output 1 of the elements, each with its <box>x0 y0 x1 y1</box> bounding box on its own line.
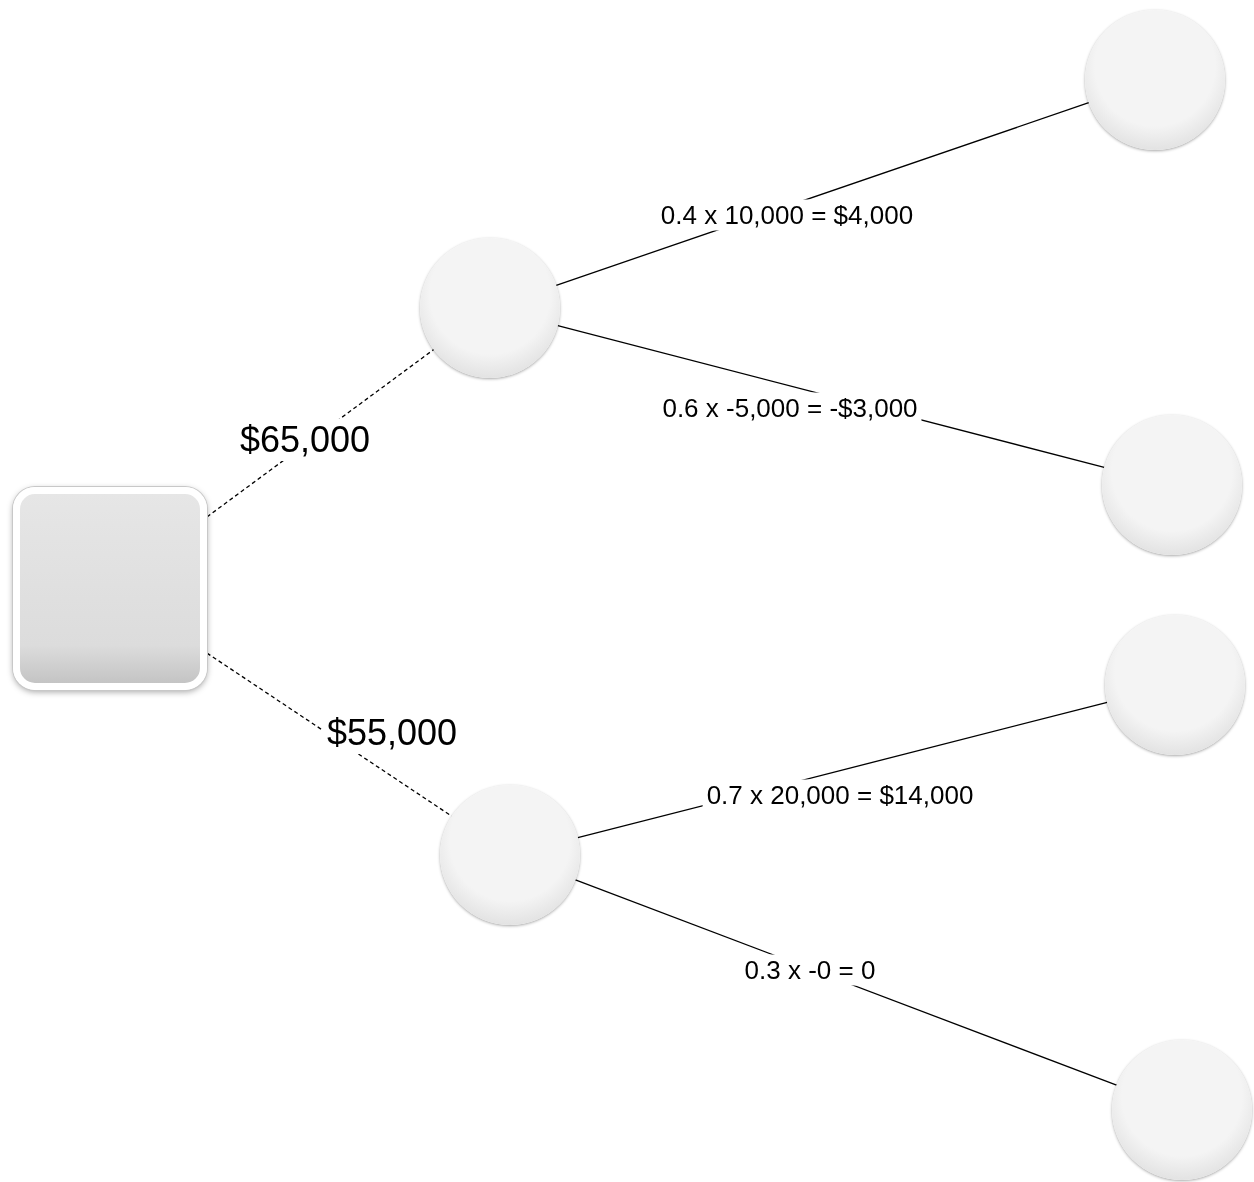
decision-node-square <box>13 487 207 690</box>
